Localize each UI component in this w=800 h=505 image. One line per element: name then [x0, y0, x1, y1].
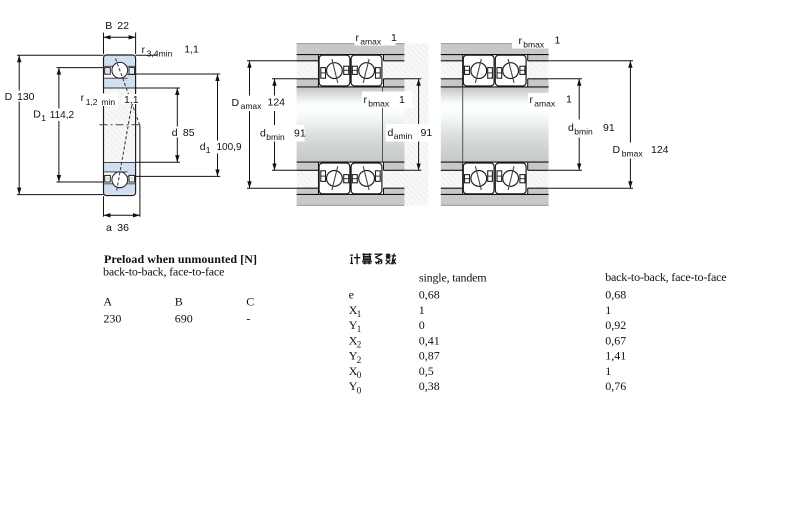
svg-text:114,2: 114,2 — [50, 110, 75, 121]
svg-text:0,87: 0,87 — [419, 349, 440, 363]
svg-text:amax: amax — [241, 101, 263, 111]
svg-text:-: - — [246, 312, 250, 326]
svg-text:e: e — [349, 288, 354, 302]
svg-text:0,41: 0,41 — [419, 333, 440, 347]
svg-text:bmax: bmax — [368, 98, 390, 108]
svg-text:d: d — [200, 141, 206, 153]
svg-text:1: 1 — [566, 94, 572, 106]
svg-text:130: 130 — [17, 91, 35, 103]
svg-text:124: 124 — [268, 97, 286, 109]
svg-text:amax: amax — [360, 36, 382, 46]
svg-text:r: r — [142, 44, 146, 56]
svg-text:0,5: 0,5 — [419, 364, 434, 378]
svg-text:0: 0 — [357, 385, 362, 395]
svg-text:B: B — [105, 20, 112, 32]
svg-text:0: 0 — [357, 370, 362, 380]
svg-text:bmax: bmax — [523, 39, 545, 49]
svg-text:d: d — [568, 122, 574, 134]
svg-text:r: r — [356, 32, 360, 44]
svg-text:r: r — [81, 92, 85, 104]
svg-text:0,38: 0,38 — [419, 379, 440, 393]
svg-text:amax: amax — [534, 98, 556, 108]
svg-text:91: 91 — [421, 127, 433, 139]
svg-text:B: B — [175, 294, 183, 308]
svg-text:22: 22 — [117, 20, 129, 32]
svg-text:d: d — [172, 127, 178, 139]
svg-text:d: d — [260, 128, 266, 140]
svg-text:1,2: 1,2 — [86, 97, 98, 107]
svg-text:A: A — [103, 294, 112, 308]
svg-text:85: 85 — [183, 127, 195, 139]
svg-text:bmax: bmax — [622, 148, 644, 158]
svg-text:r: r — [530, 94, 534, 106]
svg-text:min: min — [101, 97, 115, 107]
svg-text:D: D — [232, 97, 240, 109]
svg-text:a: a — [106, 222, 112, 234]
svg-text:D: D — [33, 109, 41, 121]
svg-text:C: C — [246, 294, 254, 308]
svg-text:690: 690 — [175, 312, 193, 326]
svg-text:D: D — [5, 91, 13, 103]
svg-text:1: 1 — [41, 113, 46, 123]
svg-text:0,67: 0,67 — [605, 333, 626, 347]
svg-text:1,1: 1,1 — [124, 94, 139, 106]
svg-text:1: 1 — [605, 303, 611, 317]
svg-text:0,76: 0,76 — [605, 379, 626, 393]
svg-text:back-to-back, face-to-face: back-to-back, face-to-face — [103, 264, 224, 278]
svg-text:amin: amin — [394, 131, 413, 141]
svg-text:1,1: 1,1 — [184, 44, 199, 56]
svg-text:0,68: 0,68 — [605, 288, 626, 302]
svg-text:3,4min: 3,4min — [147, 49, 173, 59]
svg-text:1: 1 — [399, 94, 405, 106]
svg-text:0: 0 — [419, 318, 425, 332]
svg-text:bmin: bmin — [266, 132, 285, 142]
svg-text:1: 1 — [391, 32, 397, 44]
svg-text:36: 36 — [117, 222, 129, 234]
svg-text:single, tandem: single, tandem — [419, 270, 487, 284]
svg-text:91: 91 — [294, 128, 306, 140]
svg-text:124: 124 — [651, 144, 669, 156]
svg-text:1: 1 — [206, 145, 211, 155]
svg-text:1: 1 — [605, 364, 611, 378]
svg-text:1,41: 1,41 — [605, 349, 626, 363]
svg-text:100,9: 100,9 — [217, 142, 242, 153]
svg-text:0,68: 0,68 — [419, 288, 440, 302]
svg-text:D: D — [613, 144, 621, 156]
svg-text:bmin: bmin — [574, 126, 593, 136]
svg-text:230: 230 — [103, 312, 121, 326]
svg-text:d: d — [388, 127, 394, 139]
svg-text:1: 1 — [419, 303, 425, 317]
svg-text:r: r — [519, 35, 523, 47]
svg-text:1: 1 — [555, 35, 561, 47]
svg-text:r: r — [364, 94, 368, 106]
svg-text:91: 91 — [603, 122, 615, 134]
svg-text:0,92: 0,92 — [605, 318, 626, 332]
svg-text:back-to-back, face-to-face: back-to-back, face-to-face — [605, 270, 726, 284]
